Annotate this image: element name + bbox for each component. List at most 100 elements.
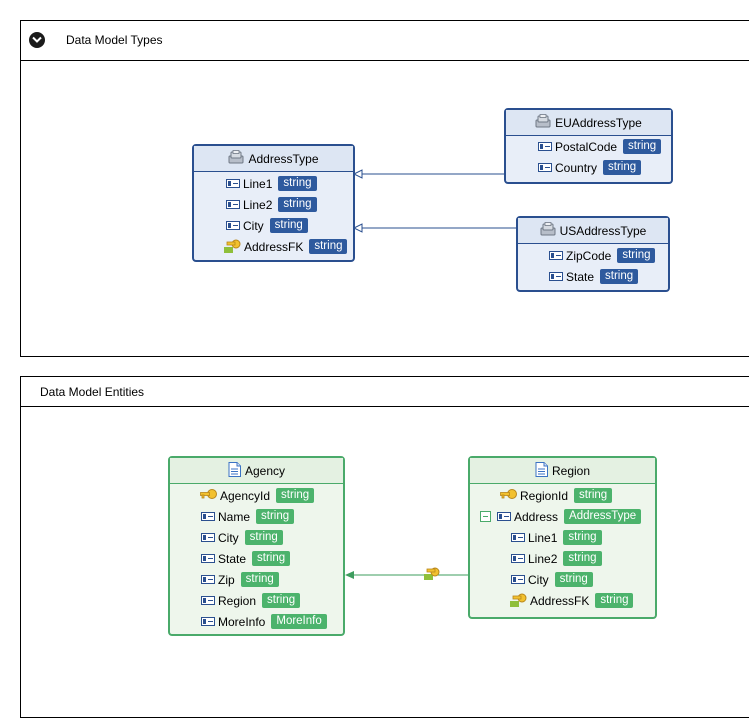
property-icon bbox=[497, 510, 511, 524]
type-badge: string bbox=[554, 572, 593, 587]
property-icon bbox=[226, 219, 240, 233]
types-panel-header: Data Model Types bbox=[21, 21, 749, 61]
type-badge: string bbox=[244, 530, 283, 545]
property-icon bbox=[201, 594, 215, 608]
property-icon bbox=[201, 552, 215, 566]
property-row[interactable]: Zip string bbox=[201, 571, 279, 588]
node-agency[interactable]: Agency AgencyId string Name string City … bbox=[168, 456, 345, 636]
type-badge: string bbox=[262, 593, 301, 608]
property-name: MoreInfo bbox=[218, 614, 266, 629]
key-icon bbox=[500, 488, 517, 504]
property-icon bbox=[201, 510, 215, 524]
types-panel-title: Data Model Types bbox=[66, 33, 163, 47]
property-icon bbox=[201, 573, 215, 587]
type-badge: string bbox=[595, 593, 634, 608]
node-eu-address-type[interactable]: EUAddressType PostalCode string Country … bbox=[504, 108, 673, 184]
property-name: AddressFK bbox=[530, 593, 590, 608]
property-row[interactable]: Line1 string bbox=[226, 175, 317, 192]
property-icon bbox=[549, 270, 563, 284]
type-badge: MoreInfo bbox=[271, 614, 327, 629]
complex-type-icon bbox=[228, 150, 244, 167]
type-badge: string bbox=[617, 248, 656, 263]
node-address-type[interactable]: AddressType Line1 string Line2 string Ci… bbox=[192, 144, 355, 262]
type-badge: string bbox=[574, 488, 613, 503]
property-row[interactable]: AgencyId string bbox=[200, 487, 315, 504]
property-icon bbox=[538, 161, 552, 175]
property-name: Country bbox=[555, 160, 598, 175]
node-region[interactable]: Region RegionId string Address AddressTy… bbox=[468, 456, 657, 619]
foreign-key-icon bbox=[224, 238, 241, 256]
property-icon bbox=[201, 615, 215, 629]
property-name: ZipCode bbox=[566, 248, 612, 263]
type-badge: string bbox=[240, 572, 279, 587]
property-row[interactable]: Line2 string bbox=[511, 550, 602, 567]
property-row[interactable]: RegionId string bbox=[500, 487, 613, 504]
property-icon bbox=[511, 552, 525, 566]
property-row[interactable]: State string bbox=[201, 550, 291, 567]
association-key-icon bbox=[424, 567, 440, 580]
collapse-expander-icon[interactable] bbox=[480, 511, 491, 522]
node-header: AddressType bbox=[194, 146, 353, 172]
property-row[interactable]: Line2 string bbox=[226, 196, 317, 213]
property-icon bbox=[511, 531, 525, 545]
property-row[interactable]: PostalCode string bbox=[538, 138, 662, 155]
node-title: Region bbox=[551, 463, 591, 478]
node-header: Agency bbox=[170, 458, 343, 484]
type-badge: string bbox=[278, 176, 317, 191]
property-icon bbox=[511, 573, 525, 587]
type-badge: string bbox=[276, 488, 315, 503]
property-icon bbox=[538, 140, 552, 154]
entities-panel-title: Data Model Entities bbox=[40, 385, 145, 399]
type-badge: string bbox=[563, 530, 602, 545]
property-row[interactable]: State string bbox=[549, 268, 639, 285]
node-header: Region bbox=[470, 458, 655, 484]
property-row[interactable]: Region string bbox=[201, 592, 301, 609]
property-row[interactable]: City string bbox=[226, 217, 308, 234]
property-row[interactable]: City string bbox=[201, 529, 283, 546]
property-row[interactable]: City string bbox=[511, 571, 593, 588]
inheritance-arrow-us bbox=[352, 223, 363, 233]
property-name: PostalCode bbox=[555, 139, 618, 154]
property-name: Region bbox=[218, 593, 257, 608]
property-name: Line2 bbox=[528, 551, 558, 566]
property-row[interactable]: ZipCode string bbox=[549, 247, 656, 264]
type-badge: string bbox=[309, 239, 348, 254]
property-row[interactable]: AddressFK string bbox=[510, 592, 634, 609]
node-title: Agency bbox=[244, 463, 286, 478]
property-icon bbox=[549, 249, 563, 263]
type-badge: AddressType bbox=[564, 509, 642, 524]
property-row[interactable]: Country string bbox=[538, 159, 642, 176]
property-name: Line2 bbox=[243, 197, 273, 212]
node-header: USAddressType bbox=[518, 218, 668, 244]
property-row[interactable]: Address AddressType bbox=[480, 508, 642, 525]
complex-type-icon bbox=[535, 114, 551, 131]
node-us-address-type[interactable]: USAddressType ZipCode string State strin… bbox=[516, 216, 670, 292]
property-icon bbox=[201, 531, 215, 545]
entity-document-icon bbox=[535, 461, 548, 480]
type-badge: string bbox=[269, 218, 308, 233]
property-name: State bbox=[566, 269, 595, 284]
collapse-toggle-icon[interactable] bbox=[29, 32, 45, 48]
node-header: EUAddressType bbox=[506, 110, 671, 136]
property-name: Name bbox=[218, 509, 251, 524]
property-name: Line1 bbox=[243, 176, 273, 191]
node-title: USAddressType bbox=[559, 223, 647, 238]
association-arrow bbox=[345, 571, 354, 579]
type-badge: string bbox=[623, 139, 662, 154]
property-name: City bbox=[528, 572, 549, 587]
property-row[interactable]: MoreInfo MoreInfo bbox=[201, 613, 327, 630]
inheritance-arrow-eu bbox=[352, 169, 363, 179]
property-name: Zip bbox=[218, 572, 235, 587]
property-name: State bbox=[218, 551, 247, 566]
node-title: EUAddressType bbox=[555, 115, 642, 130]
type-badge: string bbox=[563, 551, 602, 566]
node-title: AddressType bbox=[248, 151, 319, 166]
property-row[interactable]: Line1 string bbox=[511, 529, 602, 546]
property-row[interactable]: Name string bbox=[201, 508, 295, 525]
type-badge: string bbox=[256, 509, 295, 524]
entities-panel-header: Data Model Entities bbox=[21, 377, 749, 407]
property-name: City bbox=[243, 218, 264, 233]
property-row[interactable]: AddressFK string bbox=[224, 238, 348, 256]
types-panel: Data Model Types bbox=[20, 20, 749, 357]
type-badge: string bbox=[600, 269, 639, 284]
